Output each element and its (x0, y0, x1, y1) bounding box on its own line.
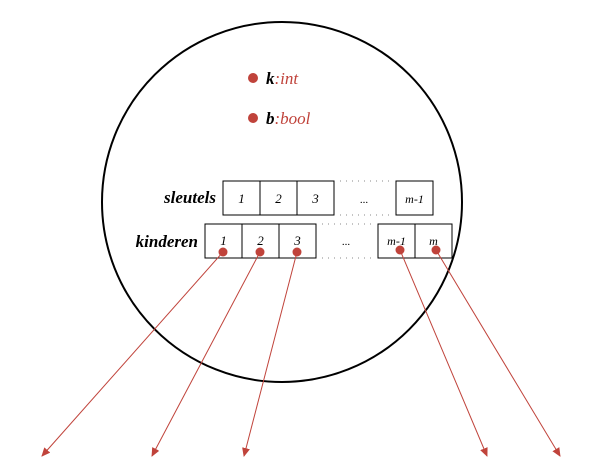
keys-array: 1 2 3 ... m-1 (222, 180, 434, 216)
children-label: kinderen (136, 232, 198, 251)
key-cell-1-label: 1 (238, 191, 245, 206)
keys-ellipsis: ... (360, 194, 369, 206)
field-k-name: k (266, 69, 275, 88)
pointer-dot-2 (255, 247, 265, 257)
child-cell-m-1-label: m-1 (387, 234, 406, 248)
svg-text:k:int: k:int (266, 69, 299, 88)
field-k-separator: : (275, 69, 281, 88)
field-b-type: bool (280, 109, 311, 128)
child-cell-1-label: 1 (220, 233, 227, 248)
svg-text:b:bool: b:bool (266, 109, 311, 128)
pointer-arrow-2 (151, 251, 261, 457)
keys-label: sleutels (163, 188, 216, 207)
field-b-dot (248, 113, 258, 123)
children-array: 1 2 3 ... m-1 m (204, 223, 453, 259)
child-cell-2-label: 2 (257, 233, 264, 248)
key-cell-last-label: m-1 (405, 192, 424, 206)
field-k: k:int (248, 69, 299, 88)
field-b-name: b (266, 109, 275, 128)
pointer-dot-1 (218, 247, 228, 257)
child-cell-3-label: 3 (293, 233, 301, 248)
key-cell-last (395, 180, 434, 216)
children-ellipsis: ... (342, 236, 351, 248)
key-cell-2-label: 2 (275, 191, 282, 206)
key-cell-3-label: 3 (311, 191, 319, 206)
child-cell-m-label: m (429, 234, 438, 248)
field-b: b:bool (248, 109, 311, 128)
field-k-type: int (280, 69, 299, 88)
key-cell-3 (296, 180, 335, 216)
pointer-arrow-m-1 (399, 249, 488, 457)
pointer-arrow-1 (41, 251, 224, 457)
pointer-arrow-m (435, 249, 561, 457)
pointer-dot-m-1 (395, 245, 405, 255)
key-cell-1 (222, 180, 261, 216)
node-circle (101, 21, 463, 383)
pointer-arrow-3 (242, 251, 298, 457)
child-pointers (41, 245, 561, 457)
pointer-dot-m (431, 245, 441, 255)
pointer-dot-3 (292, 247, 302, 257)
field-k-dot (248, 73, 258, 83)
field-b-separator: : (275, 109, 281, 128)
